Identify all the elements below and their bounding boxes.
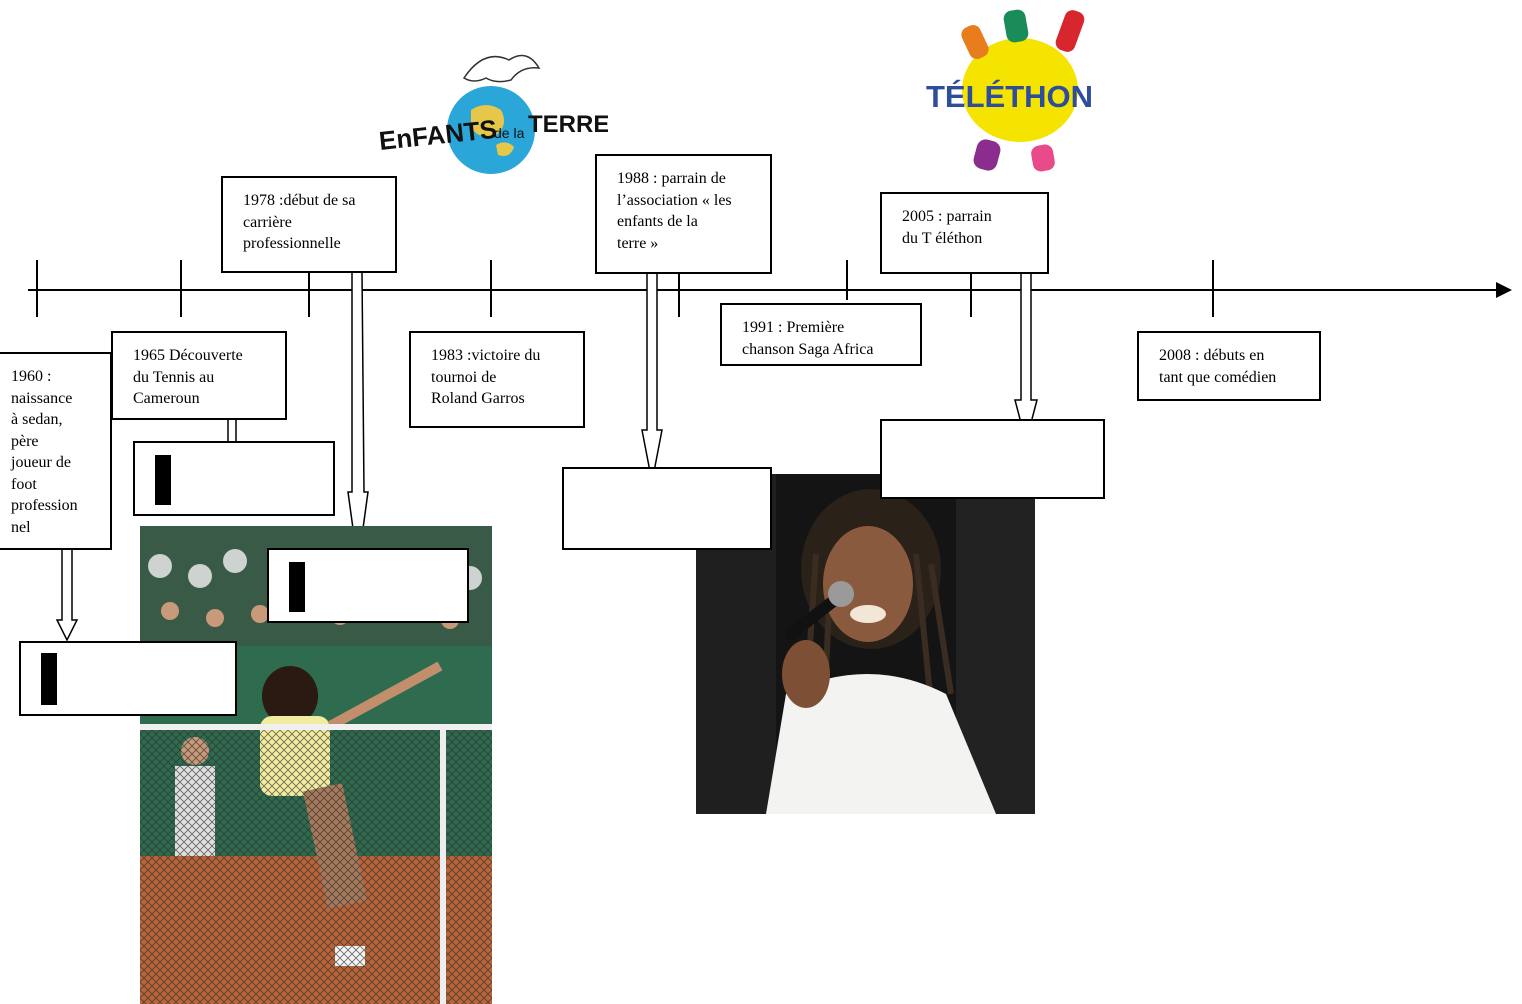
event-1988-text: 1988 : parrain de l’association « les en… [617,170,732,252]
connector-arrow-1988 [641,261,663,483]
event-1988-box: 1988 : parrain de l’association « les en… [595,154,772,274]
event-1978-box: 1978 :début de sa carrière professionnel… [221,176,397,273]
answer-box-1965[interactable] [133,441,335,516]
connector-arrow-1978 [347,271,369,566]
timeline-ticks [36,260,1214,317]
connector-arrow-1960 [55,539,79,642]
event-2005-box: 2005 : parrain du T éléthon [880,192,1049,274]
text-cursor [41,653,57,705]
enfants-de-la-terre-logo: EnFANTS de la TERRE [376,50,609,175]
answer-box-1978[interactable] [267,548,469,623]
connector-arrow-2005 [1014,271,1038,445]
telethon-logo: TÉLÉTHON [920,5,1125,180]
text-cursor [155,455,171,505]
event-2008-box: 2008 : débuts en tant que comédien [1137,331,1321,401]
event-1991-box: 1991 : Première chanson Saga Africa [720,303,922,366]
event-1960-text: 1960 : naissance à sedan, père joueur de… [11,368,78,536]
event-1983-box: 1983 :victoire du tournoi de Roland Garr… [409,331,585,428]
timeline-arrowhead [1496,282,1512,298]
enfants-logo-text-3: TERRE [528,111,608,138]
event-2005-text: 2005 : parrain du T éléthon [902,208,992,247]
event-1965-box: 1965 Découverte du Tennis au Cameroun [111,331,287,420]
answer-box-2005[interactable] [880,419,1105,499]
telethon-logo-text: TÉLÉTHON [926,79,1093,114]
event-1983-text: 1983 :victoire du tournoi de Roland Garr… [431,347,541,407]
event-2008-text: 2008 : débuts en tant que comédien [1159,347,1277,386]
answer-box-1988[interactable] [562,467,772,550]
text-cursor [289,562,305,612]
event-1991-text: 1991 : Première chanson Saga Africa [742,319,874,358]
event-1960-box: 1960 : naissance à sedan, père joueur de… [0,352,112,550]
answer-box-1960[interactable] [19,641,237,716]
event-1978-text: 1978 :début de sa carrière professionnel… [243,192,356,252]
event-1965-text: 1965 Découverte du Tennis au Cameroun [133,347,243,407]
enfants-logo-text-2: de la [494,125,525,141]
